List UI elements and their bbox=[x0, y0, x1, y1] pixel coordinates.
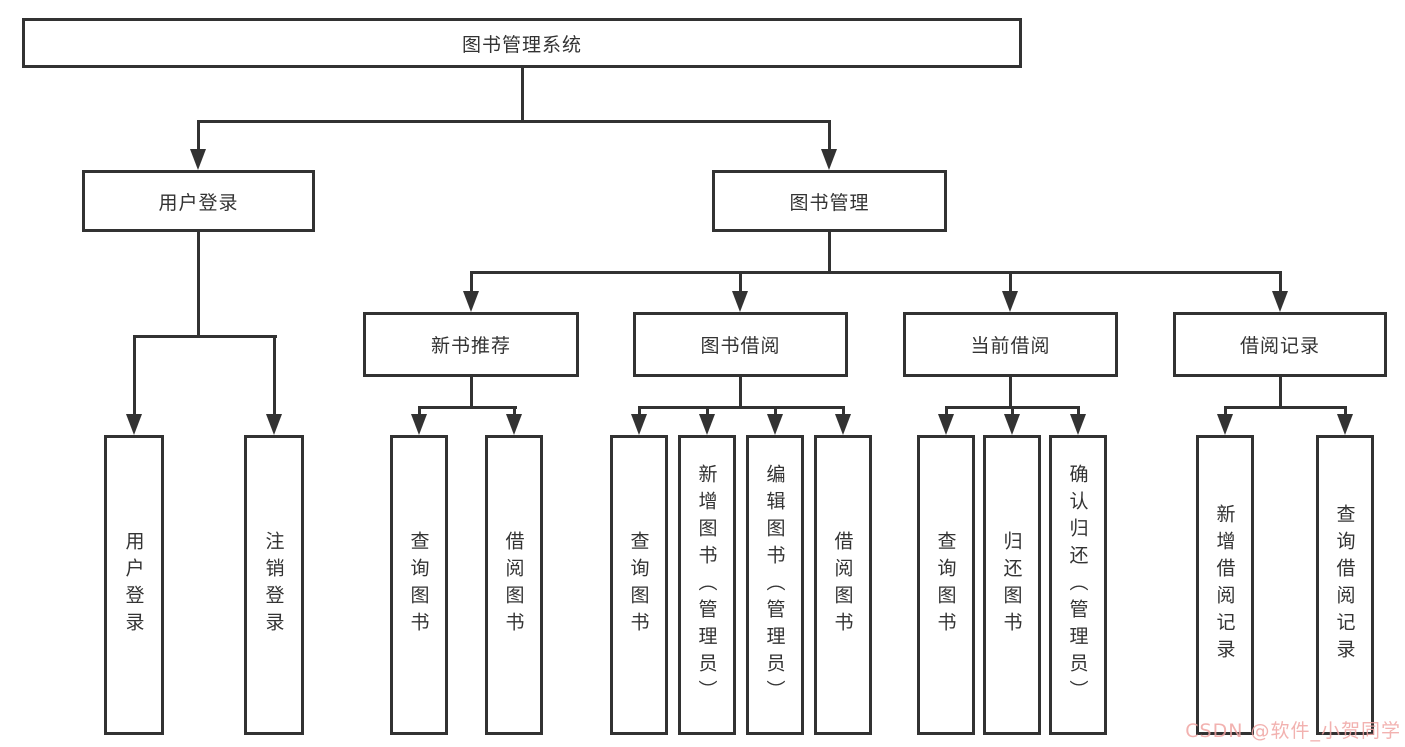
connector-line bbox=[470, 271, 1282, 274]
connector-line bbox=[1009, 377, 1012, 409]
leaf-confirm-return-admin: 确认归还（管理员） bbox=[1049, 435, 1107, 735]
leaf-return-book: 归还图书 bbox=[983, 435, 1041, 735]
node-borrow-record: 借阅记录 bbox=[1173, 312, 1387, 377]
node-user-login: 用户登录 bbox=[82, 170, 315, 232]
connector-line bbox=[418, 406, 517, 409]
arrow-down-icon bbox=[463, 291, 479, 312]
connector-line bbox=[1344, 406, 1347, 418]
connector-line bbox=[706, 406, 709, 418]
connector-line bbox=[470, 271, 473, 295]
node-book-management: 图书管理 bbox=[712, 170, 947, 232]
leaf-query-book-1: 查询图书 bbox=[390, 435, 448, 735]
leaf-query-book-3: 查询图书 bbox=[917, 435, 975, 735]
leaf-label: 新增图书（管理员） bbox=[695, 463, 718, 707]
connector-line bbox=[1077, 406, 1080, 418]
leaf-label: 借阅图书 bbox=[831, 531, 854, 639]
node-user-login-label: 用户登录 bbox=[158, 191, 239, 214]
arrow-down-icon bbox=[835, 414, 851, 435]
connector-line bbox=[1279, 377, 1282, 409]
arrow-down-icon bbox=[699, 414, 715, 435]
connector-line bbox=[638, 406, 641, 418]
leaf-label: 借阅图书 bbox=[502, 531, 525, 639]
node-root: 图书管理系统 bbox=[22, 18, 1022, 68]
leaf-label: 查询图书 bbox=[627, 531, 650, 639]
arrow-down-icon bbox=[1002, 291, 1018, 312]
connector-line bbox=[739, 377, 742, 409]
leaf-add-book-admin: 新增图书（管理员） bbox=[678, 435, 736, 735]
connector-line bbox=[842, 406, 845, 418]
leaf-logout: 注销登录 bbox=[244, 435, 304, 735]
csdn-watermark: CSDN @软件_小贺同学 bbox=[1185, 720, 1401, 742]
arrow-down-icon bbox=[266, 414, 282, 435]
connector-line bbox=[197, 232, 200, 338]
arrow-down-icon bbox=[506, 414, 522, 435]
leaf-label: 查询图书 bbox=[934, 531, 957, 639]
leaf-label: 新增借阅记录 bbox=[1213, 504, 1236, 666]
arrow-down-icon bbox=[190, 149, 206, 170]
connector-line bbox=[273, 335, 276, 417]
connector-line bbox=[133, 335, 136, 417]
connector-line bbox=[521, 68, 524, 123]
connector-line bbox=[774, 406, 777, 418]
node-book-management-label: 图书管理 bbox=[789, 191, 870, 214]
leaf-edit-book-admin: 编辑图书（管理员） bbox=[746, 435, 804, 735]
arrow-down-icon bbox=[732, 291, 748, 312]
leaf-borrow-book-2: 借阅图书 bbox=[814, 435, 872, 735]
node-root-label: 图书管理系统 bbox=[461, 33, 582, 56]
arrow-down-icon bbox=[821, 149, 837, 170]
leaf-label: 编辑图书（管理员） bbox=[763, 463, 786, 707]
connector-line bbox=[945, 406, 948, 418]
arrow-down-icon bbox=[411, 414, 427, 435]
connector-line bbox=[1224, 406, 1227, 418]
connector-line bbox=[133, 335, 277, 338]
node-current-borrow: 当前借阅 bbox=[903, 312, 1118, 377]
arrow-down-icon bbox=[1070, 414, 1086, 435]
arrow-down-icon bbox=[631, 414, 647, 435]
connector-line bbox=[1224, 406, 1347, 409]
connector-line bbox=[418, 406, 421, 418]
connector-line bbox=[1009, 271, 1012, 295]
leaf-query-borrow-record: 查询借阅记录 bbox=[1316, 435, 1374, 735]
leaf-add-borrow-record: 新增借阅记录 bbox=[1196, 435, 1254, 735]
leaf-label: 查询借阅记录 bbox=[1333, 504, 1356, 666]
node-new-book-recommend: 新书推荐 bbox=[363, 312, 579, 377]
arrow-down-icon bbox=[1217, 414, 1233, 435]
leaf-label: 查询图书 bbox=[407, 531, 430, 639]
node-borrow-record-label: 借阅记录 bbox=[1239, 335, 1320, 357]
arrow-down-icon bbox=[1272, 291, 1288, 312]
leaf-label: 确认归还（管理员） bbox=[1066, 463, 1089, 707]
connector-line bbox=[638, 406, 845, 409]
leaf-label: 归还图书 bbox=[1000, 531, 1023, 639]
connector-line bbox=[739, 271, 742, 295]
arrow-down-icon bbox=[1337, 414, 1353, 435]
arrow-down-icon bbox=[767, 414, 783, 435]
node-new-book-recommend-label: 新书推荐 bbox=[430, 335, 511, 357]
node-book-borrow-label: 图书借阅 bbox=[700, 335, 781, 357]
arrow-down-icon bbox=[938, 414, 954, 435]
leaf-query-book-2: 查询图书 bbox=[610, 435, 668, 735]
connector-line bbox=[1279, 271, 1282, 295]
leaf-user-login-label: 用户登录 bbox=[122, 531, 145, 639]
connector-line bbox=[828, 120, 831, 152]
connector-line bbox=[828, 232, 831, 274]
node-book-borrow: 图书借阅 bbox=[633, 312, 848, 377]
connector-line bbox=[513, 406, 516, 418]
connector-line bbox=[470, 377, 473, 409]
connector-line bbox=[197, 120, 200, 152]
arrow-down-icon bbox=[1004, 414, 1020, 435]
leaf-logout-label: 注销登录 bbox=[262, 531, 285, 639]
node-current-borrow-label: 当前借阅 bbox=[970, 335, 1051, 357]
leaf-user-login: 用户登录 bbox=[104, 435, 164, 735]
connector-line bbox=[1011, 406, 1014, 418]
arrow-down-icon bbox=[126, 414, 142, 435]
connector-line bbox=[197, 120, 831, 123]
leaf-borrow-book-1: 借阅图书 bbox=[485, 435, 543, 735]
